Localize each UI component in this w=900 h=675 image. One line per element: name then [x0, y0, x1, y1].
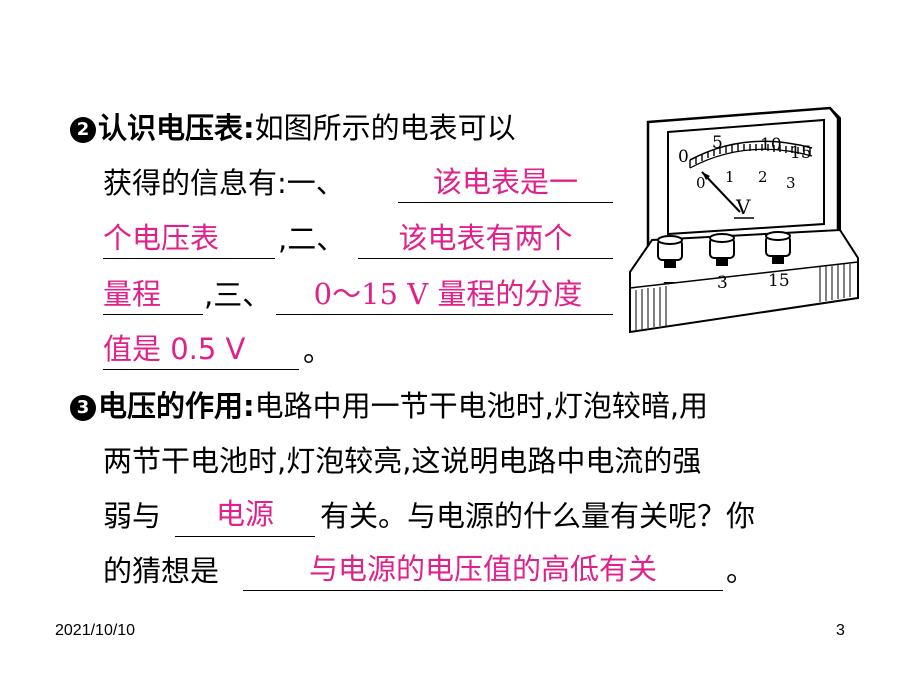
terminal-label-3: 3	[717, 273, 728, 293]
terminal-label-15: 15	[768, 271, 790, 291]
answer-blank-1b: 个电压表	[103, 221, 220, 255]
section-3-end: 。	[726, 554, 756, 588]
meter-needle	[701, 171, 741, 213]
page-number: 3	[836, 622, 845, 639]
answer-blank-3a: 0～15 V 量程的分度	[313, 277, 583, 311]
section-2-sep-3: ,三、	[204, 278, 272, 312]
scale-top-15: 15	[790, 143, 812, 163]
blank-underline	[103, 369, 299, 370]
section-2-text-2: 获得的信息有:一、	[103, 166, 345, 200]
section-3-line-2: 两节干电池时,灯泡较亮,这说明电路中电流的强	[103, 444, 702, 478]
heading-colon: :	[243, 389, 255, 423]
section-3-heading: 电压的作用	[98, 389, 244, 423]
meter-unit: V	[735, 195, 751, 219]
answer-blank-1a: 该电表是一	[432, 165, 578, 199]
section-2-sep-2: ,二、	[278, 222, 346, 256]
blank-underline	[103, 314, 203, 315]
blank-underline	[276, 314, 613, 315]
section-3-line-3-prefix: 弱与	[103, 499, 162, 533]
answer-blank-2b: 量程	[103, 277, 162, 311]
blank-underline	[103, 258, 275, 259]
answer-blank-2a: 该电表有两个	[398, 221, 573, 255]
section-2-end: 。	[303, 334, 333, 368]
section-2-text-1: 如图所示的电表可以	[254, 111, 516, 145]
section-3-text-1: 电路中用一节干电池时,灯泡较暗,用	[254, 389, 709, 423]
scale-top-10: 10	[760, 135, 782, 155]
heading-colon: :	[243, 111, 255, 145]
section-3-line-3-rest: 有关。与电源的什么量有关呢？你	[320, 499, 756, 533]
scale-bottom-1: 1	[725, 168, 735, 186]
scale-bottom-3: 3	[786, 174, 796, 192]
scale-top-5: 5	[712, 133, 723, 153]
terminal-3	[709, 233, 735, 266]
item-marker-3: 3	[70, 395, 96, 421]
terminal-negative	[657, 235, 683, 268]
scale-bottom-2: 2	[758, 168, 768, 186]
section-3-line-4-prefix: 的猜想是	[103, 554, 220, 588]
blank-underline	[358, 258, 613, 259]
answer-blank-4: 电源	[215, 497, 274, 531]
voltmeter-illustration: 0 5 10 15 0 1 2 3 V − 3 15	[629, 106, 859, 334]
section-2-heading: 认识电压表	[98, 111, 244, 145]
blank-underline	[243, 590, 723, 591]
terminal-15	[765, 231, 791, 264]
section-2-line-2: 获得的信息有:一、	[103, 165, 345, 201]
footer-date: 2021/10/10	[55, 622, 136, 639]
scale-bottom-0: 0	[696, 174, 706, 192]
answer-blank-3b: 值是 0.5 V	[103, 332, 246, 366]
scale-top-0: 0	[678, 147, 689, 167]
answer-blank-5: 与电源的电压值的高低有关	[308, 552, 657, 586]
terminal-label-negative: −	[662, 273, 676, 293]
item-marker-2: 2	[70, 117, 96, 143]
blank-underline	[398, 202, 613, 203]
blank-underline	[175, 536, 315, 537]
